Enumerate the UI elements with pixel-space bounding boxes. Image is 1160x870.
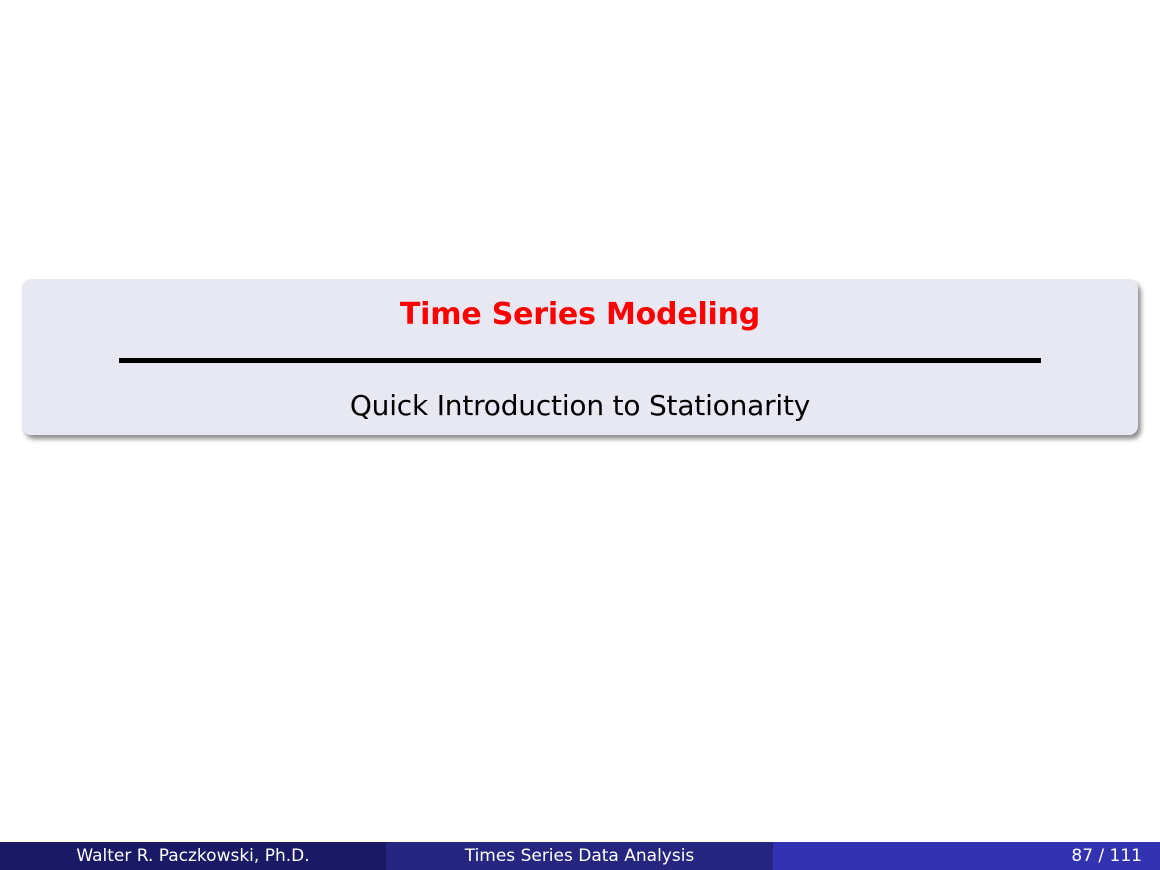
footer-bar: Walter R. Paczkowski, Ph.D. Times Series… [0, 842, 1160, 870]
footer-page-number: 87 / 111 [773, 842, 1160, 870]
footer-presentation-title: Times Series Data Analysis [386, 842, 773, 870]
title-divider [119, 358, 1041, 363]
subsection-title: Quick Introduction to Stationarity [349, 389, 811, 422]
section-title-box: Time Series Modeling Quick Introduction … [22, 279, 1138, 435]
section-title: Time Series Modeling [399, 297, 761, 332]
footer-author: Walter R. Paczkowski, Ph.D. [0, 842, 386, 870]
